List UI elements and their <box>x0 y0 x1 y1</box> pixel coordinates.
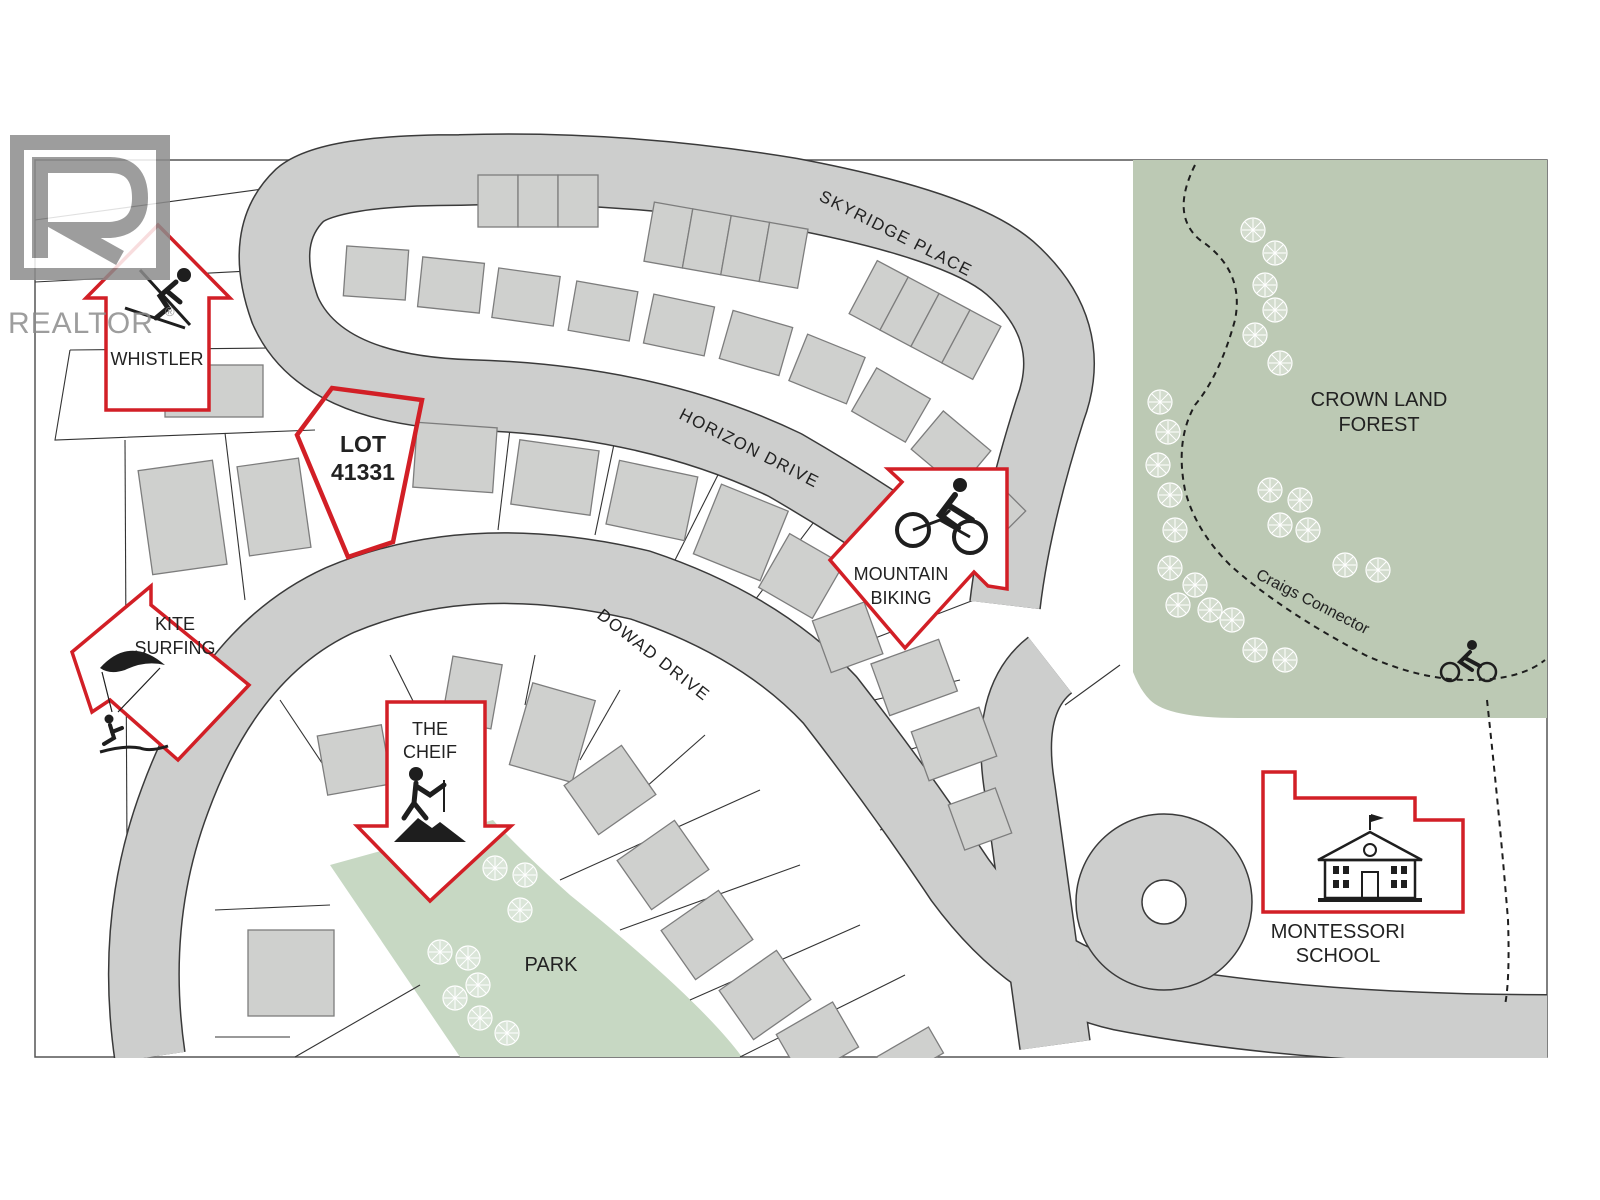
school-building-icon <box>1317 814 1423 902</box>
kite-surfing-pointer <box>69 582 252 763</box>
watermark-symbol: ® <box>165 304 175 319</box>
lot-label-line2: 41331 <box>331 459 395 485</box>
crown-land-label-line2: FOREST <box>1338 414 1419 436</box>
realtor-watermark: REALTOR ® <box>8 135 175 340</box>
craigs-connector-trail <box>1180 164 1546 682</box>
hiker-icon <box>394 767 466 842</box>
lot-label-line1: LOT <box>340 431 386 457</box>
biking-label-line1: MOUNTAIN <box>854 564 949 584</box>
crown-land-label-line1: CROWN LAND <box>1311 389 1448 411</box>
school-label-line2: SCHOOL <box>1296 945 1380 967</box>
whistler-label: WHISTLER <box>110 349 203 369</box>
houses <box>137 174 1027 1084</box>
park-label: PARK <box>525 954 579 976</box>
mountain-biker-icon <box>895 478 988 555</box>
skier-icon <box>124 268 192 330</box>
kite-label-line1: KITE <box>155 614 195 634</box>
crown-land-forest-area <box>1133 160 1547 718</box>
chief-label-line2: CHEIF <box>403 742 457 762</box>
school-label-line1: MONTESSORI <box>1271 921 1405 943</box>
kite-label-line2: SURFING <box>135 638 216 658</box>
roads <box>107 133 1548 1066</box>
chief-label-line1: THE <box>412 719 448 739</box>
cyclist-icon <box>1439 640 1498 683</box>
biking-label-line2: BIKING <box>870 588 931 608</box>
school-outline <box>1261 770 1465 914</box>
school-trail <box>1486 699 1510 1006</box>
watermark-text: REALTOR <box>8 307 154 340</box>
chief-pointer <box>352 700 516 904</box>
kitesurfer-icon <box>99 650 169 754</box>
lot-41331-outline <box>294 385 425 560</box>
